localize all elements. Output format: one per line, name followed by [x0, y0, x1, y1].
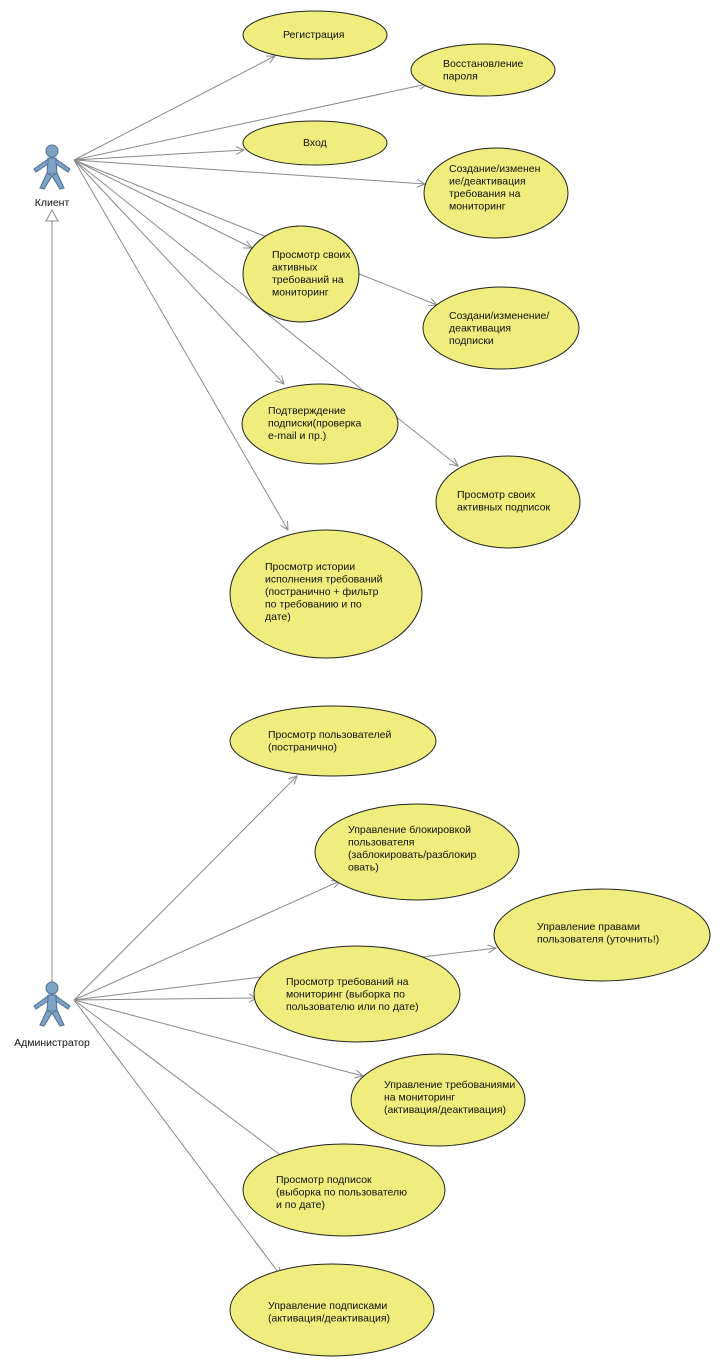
- use-case-label: и по дате): [276, 1199, 325, 1211]
- use-case-label: Просмотр истории: [265, 561, 355, 573]
- use-case-ellipse[interactable]: [229, 529, 423, 659]
- use-case-label: мониторинг: [449, 201, 506, 213]
- use-case-label: Восстановление: [443, 58, 523, 70]
- use-case-label: (выборка по пользователю: [276, 1187, 407, 1199]
- use-case-ellipse[interactable]: [242, 1143, 446, 1237]
- association-client-to-subscription-crud: [73, 159, 437, 305]
- use-case-subscriptions-management[interactable]: Управление подписками(активация/деактива…: [229, 1263, 435, 1357]
- shape-layer: РегистрацияВосстановлениепароляВходСозда…: [14, 10, 711, 1357]
- actor-label: Администратор: [14, 1037, 90, 1049]
- use-case-label: e-mail и пр.): [268, 430, 326, 442]
- use-case-label: (постранично): [268, 742, 337, 754]
- use-case-label: Управление блокировкой: [348, 824, 471, 836]
- use-case-ellipse[interactable]: [350, 1053, 526, 1147]
- use-case-label: ие/деактивация: [449, 176, 526, 188]
- association-client-to-registration: [73, 56, 275, 161]
- use-case-label: Просмотр требований на: [286, 976, 409, 988]
- use-case-ellipse[interactable]: [410, 43, 556, 97]
- use-case-ellipse[interactable]: [423, 147, 569, 239]
- use-case-label: деактивация: [449, 323, 511, 335]
- association-client-to-password-recovery: [73, 84, 427, 161]
- use-case-ellipse[interactable]: [242, 225, 360, 323]
- use-case-label: пользователю или по дате): [286, 1001, 419, 1013]
- use-case-ellipse[interactable]: [493, 888, 711, 982]
- association-client-to-login: [73, 150, 244, 161]
- use-case-login[interactable]: Вход: [242, 120, 388, 166]
- use-case-registration[interactable]: Регистрация: [242, 10, 388, 60]
- use-case-label: исполнения требований: [265, 574, 383, 586]
- actor-label: Клиент: [35, 197, 70, 209]
- use-case-monitoring-request-crud[interactable]: Создание/изменение/деактивациятребования…: [423, 147, 569, 239]
- use-case-label: Управление требованиями: [384, 1079, 515, 1091]
- use-case-label: на мониторинг: [384, 1092, 455, 1104]
- use-case-label: мониторинг: [272, 287, 329, 299]
- association-client-to-subscription-confirmation: [73, 159, 284, 384]
- use-case-label: Просмотр своих: [272, 249, 351, 261]
- use-case-ellipse[interactable]: [229, 1263, 435, 1357]
- use-case-label: Создание/изменен: [449, 163, 541, 175]
- use-case-ellipse[interactable]: [229, 705, 437, 777]
- use-case-ellipse[interactable]: [422, 286, 580, 370]
- association-admin-to-monitoring-requests-management: [73, 999, 363, 1076]
- use-case-label: (активация/деактивация): [268, 1313, 390, 1325]
- actor-admin[interactable]: Администратор: [14, 981, 90, 1049]
- use-case-label: Регистрация: [283, 29, 344, 41]
- use-case-label: Подтверждение: [268, 405, 346, 417]
- use-case-label: активных: [272, 262, 318, 274]
- use-case-view-subscriptions[interactable]: Просмотр подписок(выборка по пользовател…: [242, 1143, 446, 1237]
- use-case-label: пароля: [443, 71, 478, 83]
- use-case-label: по требованию и по: [265, 599, 362, 611]
- association-admin-to-subscriptions-management: [73, 999, 281, 1276]
- use-case-label: Просмотр пользователей: [268, 729, 392, 741]
- use-case-view-users[interactable]: Просмотр пользователей(постранично): [229, 705, 437, 777]
- association-client-to-execution-history: [73, 159, 288, 530]
- use-case-label: Управление подписками: [268, 1300, 387, 1312]
- actor-client[interactable]: Клиент: [33, 144, 71, 209]
- use-case-ellipse[interactable]: [241, 383, 399, 465]
- use-case-label: пользователя (уточнить!): [537, 934, 659, 946]
- use-case-ellipse[interactable]: [253, 945, 461, 1043]
- use-case-label: Вход: [303, 137, 327, 149]
- use-case-label: требования на: [449, 188, 521, 200]
- use-case-ellipse[interactable]: [242, 10, 388, 60]
- association-admin-to-view-users: [73, 776, 297, 1001]
- association-admin-to-view-subscriptions: [73, 999, 287, 1160]
- association-client-to-monitoring-request-crud: [73, 159, 425, 184]
- use-case-label: (постранично + фильтр: [265, 586, 379, 598]
- association-client-to-view-own-active-requests: [73, 159, 252, 248]
- use-case-label: подписки: [449, 335, 494, 347]
- use-case-label: пользователя: [348, 837, 415, 849]
- use-case-label: требований на: [272, 274, 344, 286]
- use-case-ellipse[interactable]: [242, 120, 388, 166]
- actor-icon: [33, 144, 71, 190]
- use-case-label: (заблокировать/разблокир: [348, 849, 477, 861]
- use-case-label: Создани/изменение/: [449, 310, 549, 322]
- use-case-label: овать): [348, 862, 379, 874]
- use-case-label: дате): [265, 611, 291, 623]
- use-case-label: Просмотр своих: [457, 489, 536, 501]
- use-case-label: мониторинг (выборка по: [286, 989, 405, 1001]
- use-case-label: Просмотр подписок: [276, 1174, 372, 1186]
- actor-icon: [33, 981, 71, 1027]
- use-case-label: подписки(проверка: [268, 418, 362, 430]
- use-case-ellipse[interactable]: [314, 803, 520, 901]
- use-case-user-block-management[interactable]: Управление блокировкойпользователя(забло…: [314, 803, 520, 901]
- use-case-ellipse[interactable]: [435, 455, 581, 549]
- use-case-label: (активация/деактивация): [384, 1104, 506, 1116]
- association-admin-to-view-monitoring-requests: [73, 998, 257, 1000]
- use-case-label: Управление правами: [537, 921, 640, 933]
- association-admin-to-user-block-management: [73, 881, 340, 1001]
- use-case-label: активных подписок: [457, 502, 550, 514]
